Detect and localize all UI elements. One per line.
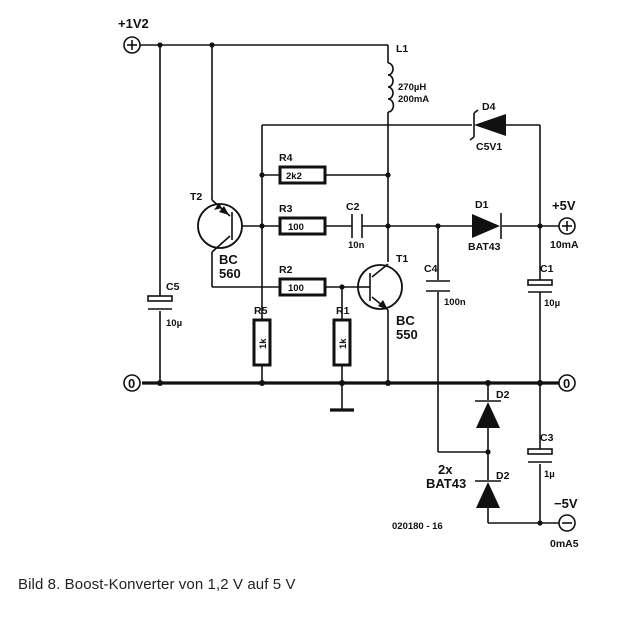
C3-name: C3: [540, 432, 554, 444]
terminal-vin: +1V2: [118, 16, 149, 54]
diode-D2-upper: D2: [475, 389, 510, 428]
C1-value: 10µ: [544, 298, 560, 309]
D2b-name: D2: [496, 470, 510, 482]
resistor-R1: 1k R1: [332, 305, 352, 367]
D1-type: BAT43: [468, 241, 501, 253]
transistor-T2: T2 BC 560: [190, 191, 243, 281]
T1-type1: BC: [396, 313, 415, 328]
resistor-R5: 1k R5: [252, 305, 272, 367]
capacitor-C3: C3 1µ: [527, 432, 555, 480]
inductor-L1: L1 270µH 200mA: [387, 43, 429, 113]
T1-name: T1: [396, 253, 408, 265]
resistor-R4: 2k2 R4: [279, 152, 325, 183]
vout-neg-current: 0mA5: [550, 538, 579, 550]
R1-name: R1: [336, 305, 350, 317]
vout-pos-label: +5V: [552, 198, 576, 213]
C5-name: C5: [166, 281, 180, 293]
R2-name: R2: [279, 264, 293, 276]
figure-number: 020180 - 16: [392, 521, 443, 532]
junctions: [157, 42, 543, 526]
L1-name: L1: [396, 43, 408, 55]
vout-pos-current: 10mA: [550, 239, 579, 251]
D4-type: C5V1: [476, 141, 502, 153]
wires: [140, 44, 562, 524]
capacitor-C4: C4 100n: [424, 263, 466, 308]
zener-D4: D4 C5V1: [469, 101, 506, 153]
C4-value: 100n: [444, 297, 466, 308]
C5-value: 10µ: [166, 318, 182, 329]
gnd-left-label: 0: [128, 376, 135, 391]
T2-name: T2: [190, 191, 202, 203]
R2-value: 100: [288, 283, 304, 294]
transistor-T1: T1 BC 550: [357, 253, 418, 342]
R4-name: R4: [279, 152, 293, 164]
C1-name: C1: [540, 263, 554, 275]
R5-value: 1k: [258, 338, 269, 349]
terminal-gnd-left: 0: [123, 374, 141, 392]
resistor-R2: 100 R2: [278, 264, 327, 297]
terminal-vout-neg: −5V 0mA5: [550, 496, 579, 550]
D2a-name: D2: [496, 389, 510, 401]
D2-count: 2x: [438, 462, 453, 477]
gnd-right-label: 0: [563, 376, 570, 391]
vout-neg-label: −5V: [554, 496, 578, 511]
R1-value: 1k: [338, 338, 349, 349]
R3-value: 100: [288, 222, 304, 233]
C2-value: 10n: [348, 240, 365, 251]
D1-name: D1: [475, 199, 489, 211]
terminal-vout-pos: +5V 10mA: [550, 198, 579, 251]
D2-type: BAT43: [426, 476, 466, 491]
terminal-gnd-right: 0: [558, 374, 576, 392]
R3-name: R3: [279, 203, 293, 215]
R4-value: 2k2: [286, 171, 302, 182]
resistor-R3: 100 R3: [278, 203, 327, 236]
L1-value: 270µH: [398, 82, 426, 93]
diode-D2-lower: D2: [475, 470, 510, 508]
figure-caption: Bild 8. Boost-Konverter von 1,2 V auf 5 …: [18, 576, 296, 593]
L1-current: 200mA: [398, 94, 429, 105]
capacitor-C2: C2 10n: [346, 201, 365, 251]
capacitor-C5: C5 10µ: [147, 281, 182, 329]
vin-label: +1V2: [118, 16, 149, 31]
C2-name: C2: [346, 201, 360, 213]
T1-type2: 550: [396, 327, 418, 342]
C4-name: C4: [424, 263, 438, 275]
T2-type2: 560: [219, 266, 241, 281]
diode-D1: D1 BAT43: [468, 199, 502, 253]
D4-name: D4: [482, 101, 496, 113]
T2-type1: BC: [219, 252, 238, 267]
C3-value: 1µ: [544, 469, 555, 480]
R5-name: R5: [254, 305, 268, 317]
capacitor-C1: C1 10µ: [527, 263, 560, 309]
